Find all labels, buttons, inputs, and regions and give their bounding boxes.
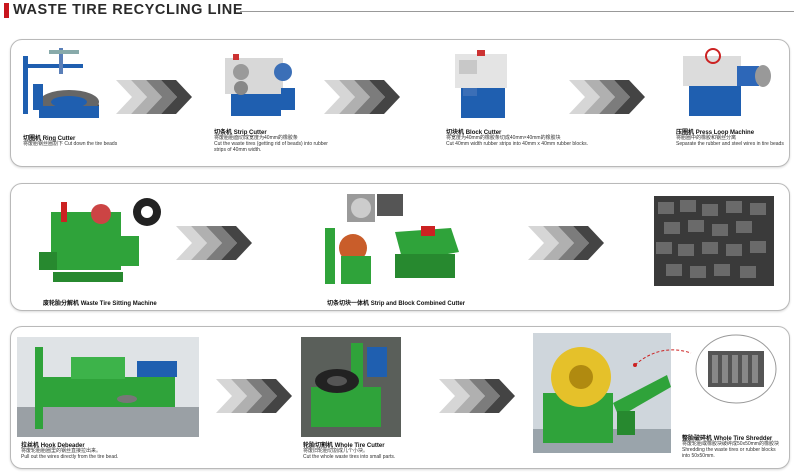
block-cutter-desc-cn: 将宽度为40mm的橡胶条切成40mm×40mm的橡胶块 xyxy=(446,135,561,141)
waste-tire-sitting-machine-image xyxy=(39,198,161,282)
whole-tire-cutter-image xyxy=(301,337,401,437)
press-loop-machine-image xyxy=(683,48,771,116)
combined-cutter-cn: 切条切块一体机 xyxy=(327,301,370,307)
hook-debeader-desc-en: Pull out the wires directly from the tir… xyxy=(21,454,119,460)
ring-cutter-en: Ring Cutter xyxy=(42,136,76,142)
row1-panel: 切圈机 Ring Cutter 将废胎钢丝圈割下 Cut down the ti… xyxy=(10,39,790,167)
block-cutter-cn: 切块机 xyxy=(446,130,465,136)
waste-tire-sitting-en: Waste Tire Sitting Machine xyxy=(80,301,157,307)
press-loop-label: 压圈机 Press Loop Machine xyxy=(676,127,754,136)
strip-cutter-image xyxy=(225,54,295,116)
press-loop-desc-en: Separate the rubber and steel wires in t… xyxy=(676,141,784,147)
hook-debeader-image xyxy=(17,337,199,437)
strip-cutter-cn: 切条机 xyxy=(214,130,233,136)
flow-arrows-5 xyxy=(528,226,604,260)
whole-tire-cutter-desc-en: Cut the whole waste tires into small par… xyxy=(303,454,396,460)
hook-debeader-desc-cn: 将废轮胎胎圈里的钢丝直接拉出来。 xyxy=(21,448,102,454)
hook-debeader-label: 拉丝机 Hook Debeader xyxy=(21,440,85,449)
whole-tire-shredder-desc-cn: 将废轮胎或橡胶块破碎成50x50mm的橡胶块 xyxy=(682,441,779,447)
detail-pointer xyxy=(633,349,692,367)
whole-tire-cutter-en: Whole Tire Cutter xyxy=(334,443,385,449)
waste-tire-sitting-label: 废轮胎分解机 Waste Tire Sitting Machine xyxy=(43,298,157,307)
whole-tire-shredder-cn: 整胎破碎机 xyxy=(682,436,713,442)
strip-cutter-desc-en-1: Cut the waste tires (getting rid of bead… xyxy=(214,141,328,147)
press-loop-desc-cn: 将胎圈中的橡胶和钢丝分离 xyxy=(676,135,737,141)
block-cutter-image xyxy=(455,50,507,118)
shredder-blade-detail-image xyxy=(695,334,777,404)
press-loop-cn: 压圈机 xyxy=(676,130,695,136)
whole-tire-shredder-en: Whole Tire Shredder xyxy=(713,436,773,442)
whole-tire-cutter-cn: 轮胎切割机 xyxy=(303,443,334,449)
block-cutter-label: 切块机 Block Cutter xyxy=(446,127,501,136)
strip-block-combined-cutter-image xyxy=(325,194,459,284)
strip-cutter-desc-en-2: strips of 40mm width. xyxy=(214,147,262,153)
flow-arrows-1 xyxy=(116,80,192,114)
flow-arrows-3 xyxy=(569,80,645,114)
header: WASTE TIRE RECYCLING LINE xyxy=(0,0,800,22)
block-cutter-desc-en: Cut 40mm width rubber strips into 40mm x… xyxy=(446,141,588,147)
block-cutter-en: Block Cutter xyxy=(465,130,502,136)
header-rule xyxy=(240,11,794,12)
whole-tire-shredder-desc-en-2: into 50x50mm. xyxy=(682,453,715,459)
press-loop-en: Press Loop Machine xyxy=(695,130,755,136)
ring-cutter-image xyxy=(23,48,99,118)
page-title: WASTE TIRE RECYCLING LINE xyxy=(13,2,244,18)
flow-arrows-2 xyxy=(324,80,400,114)
flow-arrows-7 xyxy=(439,379,515,413)
row3-panel: 拉丝机 Hook Debeader 将废轮胎胎圈里的钢丝直接拉出来。 Pull … xyxy=(10,326,790,469)
whole-tire-shredder-image xyxy=(533,333,671,453)
ring-cutter-label: 切圈机 Ring Cutter xyxy=(23,133,75,142)
combined-cutter-label: 切条切块一体机 Strip and Block Combined Cutter xyxy=(327,298,465,307)
combined-cutter-en: Strip and Block Combined Cutter xyxy=(370,301,466,307)
flow-arrows-6 xyxy=(216,379,292,413)
whole-tire-cutter-desc-cn: 将废旧轮胎切割成几个小块。 xyxy=(303,448,369,454)
ring-cutter-desc: 将废胎钢丝圈割下 Cut down the tire beads xyxy=(23,141,118,147)
header-accent-bar xyxy=(4,3,9,18)
whole-tire-shredder-label: 整胎破碎机 Whole Tire Shredder xyxy=(682,433,772,442)
hook-debeader-cn: 拉丝机 xyxy=(21,443,40,449)
strip-cutter-desc-cn: 将废胎胎面切成宽度为40mm的橡胶条 xyxy=(214,135,298,141)
whole-tire-cutter-label: 轮胎切割机 Whole Tire Cutter xyxy=(303,440,385,449)
flow-arrows-4 xyxy=(176,226,252,260)
whole-tire-shredder-desc-en-1: Shredding the waste tires or rubber bloc… xyxy=(682,447,776,453)
strip-cutter-label: 切条机 Strip Cutter xyxy=(214,127,267,136)
hook-debeader-en: Hook Debeader xyxy=(40,443,85,449)
ring-cutter-cn: 切圈机 xyxy=(23,136,42,142)
rubber-blocks-image xyxy=(654,196,774,286)
strip-cutter-en: Strip Cutter xyxy=(233,130,267,136)
row2-panel: 废轮胎分解机 Waste Tire Sitting Machine 切条切块一体… xyxy=(10,183,790,311)
waste-tire-sitting-cn: 废轮胎分解机 xyxy=(43,301,80,307)
